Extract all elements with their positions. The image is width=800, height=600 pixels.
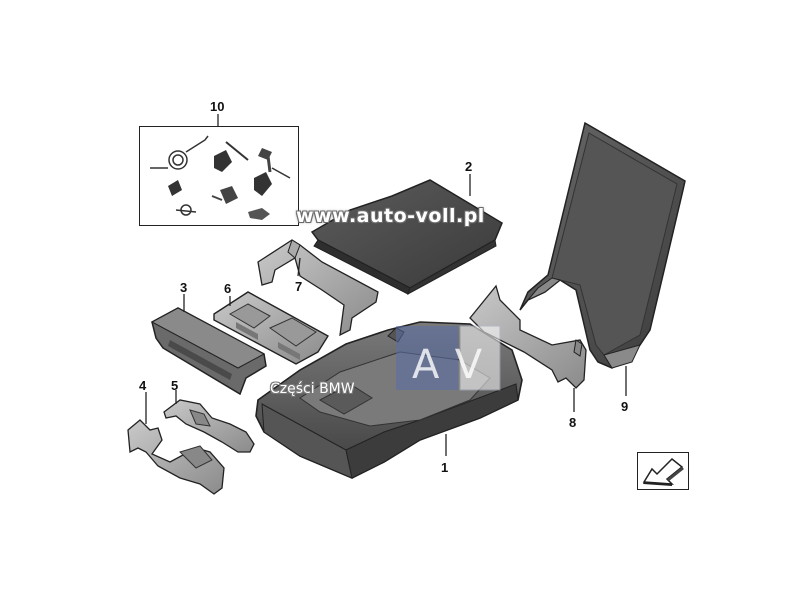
part-8-bracket	[469, 284, 587, 389]
label-part-2[interactable]: 2	[465, 159, 473, 174]
label-part-1[interactable]: 1	[441, 460, 449, 475]
part-9-backrest	[519, 121, 686, 369]
part-3-side-trim	[150, 307, 267, 396]
label-part-3[interactable]: 3	[180, 280, 188, 295]
label-part-4[interactable]: 4	[139, 378, 147, 393]
part-10-group-box	[139, 126, 299, 226]
arrow-down-left-icon-glyph	[642, 457, 684, 486]
watermark-caption: Części BMW	[270, 381, 355, 397]
watermark-logo	[396, 325, 501, 391]
label-part-6[interactable]: 6	[224, 281, 232, 296]
arrow-down-left-icon[interactable]	[637, 452, 689, 490]
part-5-clamp	[163, 399, 255, 453]
watermark-logo-letters: AV	[412, 342, 500, 388]
label-part-8[interactable]: 8	[569, 415, 577, 430]
watermark-url: www.auto-voll.pl	[296, 205, 485, 227]
part-4-clamp	[127, 419, 225, 495]
leader-lines	[145, 114, 627, 456]
part-6-tray	[213, 291, 329, 365]
part-10-fasteners	[150, 135, 291, 220]
part-7-bracket	[257, 239, 379, 337]
part-2-seat-cushion	[310, 179, 503, 296]
label-part-9[interactable]: 9	[621, 399, 629, 414]
label-part-7[interactable]: 7	[295, 279, 303, 294]
label-part-10[interactable]: 10	[210, 99, 225, 114]
label-part-5[interactable]: 5	[171, 378, 179, 393]
